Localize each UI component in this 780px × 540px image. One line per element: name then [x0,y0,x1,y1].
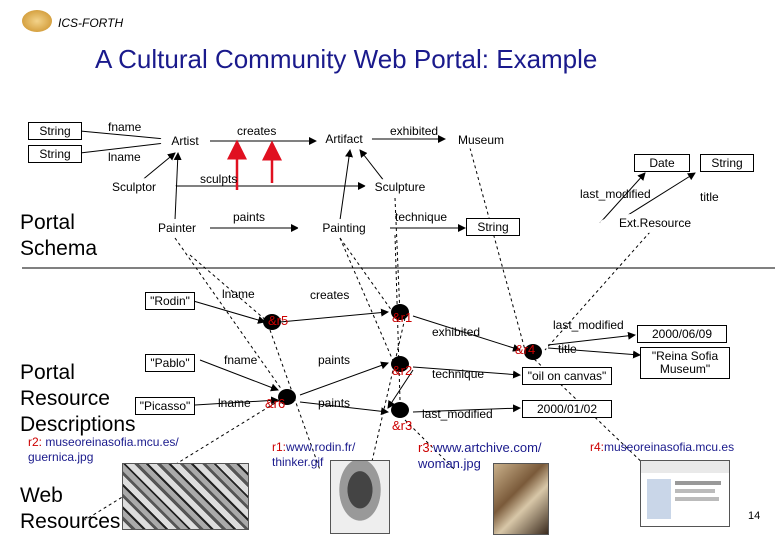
url-r4: r4:museoreinasofia.mcu.es [590,440,735,454]
thinker-image [330,460,390,534]
literal-date: Date [634,154,690,172]
class-painting: Painting [298,219,390,237]
class-sculpture: Sculpture [365,178,435,196]
prop-paints: paints [233,210,266,224]
literal-string-2: String [28,145,82,163]
prop-fname: fname [108,120,142,134]
page-title: A Cultural Community Web Portal: Example [95,44,598,74]
resources-section-label: Portal Resource Descriptions [20,361,136,436]
value-rodin: "Rodin" [145,292,195,310]
id-r4: &r4 [515,342,536,357]
literal-string-4: String [466,218,520,236]
edge-last-modified-2: last_modified [422,407,493,421]
id-r2: &r2 [392,363,413,378]
woman-painting-image [493,463,549,535]
value-reina: "Reina Sofia Museum" [640,347,730,379]
value-oil: "oil on canvas" [522,367,612,385]
edge-paints-2: paints [318,396,351,410]
prop-sculpts: sculpts [200,172,238,186]
class-artifact: Artifact [316,130,372,148]
prop-exhibited: exhibited [390,124,439,138]
edge-creates: creates [310,288,350,302]
class-artist: Artist [160,132,210,150]
literal-string-3: String [700,154,754,172]
class-museum: Museum [447,131,515,149]
id-r6: &r6 [265,396,286,411]
url-r3: r3:www.artchive.com/ woman.jpg [418,440,542,471]
literal-string-1: String [28,122,82,140]
prop-lname: lname [108,150,141,164]
museum-website-screenshot [640,460,730,527]
org-label: ICS-FORTH [58,16,124,30]
edge-exhibited: exhibited [432,325,481,339]
prop-title: title [700,190,719,204]
id-r3: &r3 [392,418,413,433]
schema-section-label: Portal Schema [20,211,98,260]
url-r1: r1:www.rodin.fr/ thinker.gif [272,440,356,469]
page-number: 14 [748,510,761,522]
value-date-2: 2000/01/02 [522,400,612,418]
value-date-1: 2000/06/09 [637,325,727,343]
edge-paints-1: paints [318,353,351,367]
web-section-label: Web Resources [20,484,121,533]
edge-lname-2: lname [218,396,251,410]
url-r2: r2: museoreinasofia.mcu.es/ guernica.jpg [28,435,179,464]
prop-technique: technique [395,210,448,224]
class-sculptor: Sculptor [92,178,176,196]
prop-last-modified: last_modified [580,187,651,201]
edge-title: title [558,342,577,356]
class-ext-resource: Ext.Resource [600,213,710,233]
edge-last-modified: last_modified [553,318,624,332]
edge-lname-1: lname [222,287,255,301]
id-r1: &r1 [392,310,413,325]
edge-technique: technique [432,367,485,381]
edge-fname: fname [224,353,258,367]
logo [22,10,52,32]
prop-creates: creates [237,124,277,138]
class-painter: Painter [145,219,209,237]
guernica-image [122,463,249,530]
value-picasso: "Picasso" [135,397,195,415]
id-r5: &r5 [268,313,289,328]
value-pablo: "Pablo" [145,354,195,372]
